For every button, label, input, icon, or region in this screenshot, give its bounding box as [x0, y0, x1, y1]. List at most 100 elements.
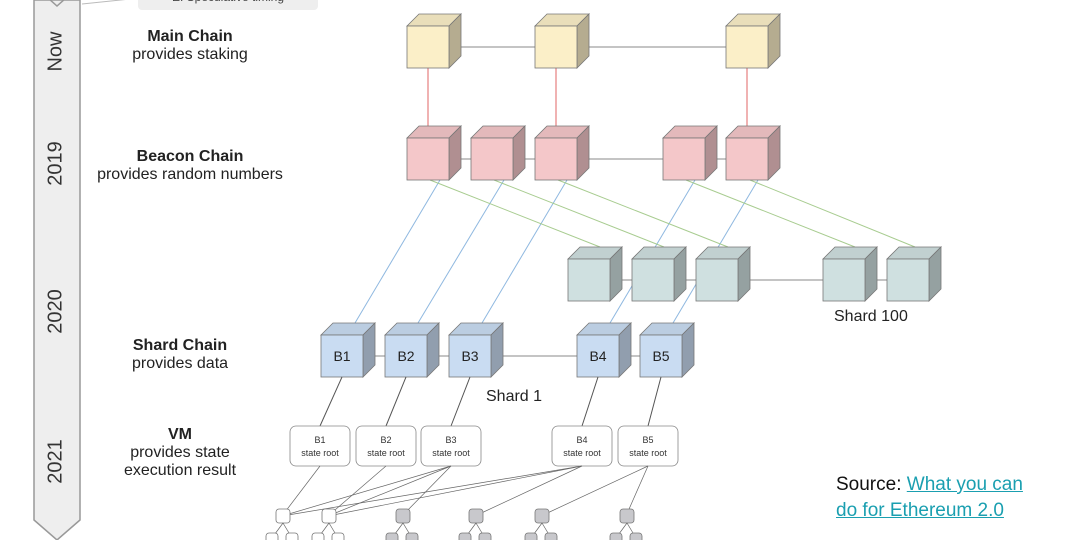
- tree-leaf-b-4: [478, 532, 492, 540]
- shard-chain-title: Shard Chain: [132, 337, 228, 354]
- beacon-block-4: [662, 137, 706, 181]
- timeline-label-2020: 2020: [44, 289, 67, 334]
- shard-to-beacon-link-2: [417, 179, 505, 324]
- shard-block-1-label: B1: [333, 348, 350, 364]
- shard-block-1: [320, 334, 364, 378]
- main-chain-subtitle: provides staking: [132, 46, 248, 63]
- timeline-label-now: Now: [44, 31, 67, 72]
- layer-shard-chain: Shard Chain provides data: [90, 337, 270, 373]
- tree-link-2: [327, 465, 387, 517]
- shard-block-3: [448, 334, 492, 378]
- tree-leaf-b-1: [285, 532, 299, 540]
- layer-vm: VM provides state execution result: [90, 426, 270, 480]
- beacon-block-3: [534, 137, 578, 181]
- state-root-name-5: B5: [642, 435, 653, 445]
- state-root-label-5: state root: [629, 448, 667, 458]
- tree-leaf-a-5: [524, 532, 538, 540]
- shard100-to-beacon-link-3: [557, 179, 729, 248]
- state-root-name-2: B2: [380, 435, 391, 445]
- shard-100-label: Shard 100: [834, 308, 908, 325]
- vm-subtitle-2: execution result: [123, 462, 237, 479]
- main-chain-block-1: [406, 25, 450, 69]
- state-root-box-2: [355, 425, 417, 467]
- layer-main-chain: Main Chain provides staking: [100, 28, 280, 64]
- tree-cross-link-2: [327, 465, 452, 517]
- main-chain-block-2: [534, 25, 578, 69]
- tree-node-1: [275, 508, 291, 524]
- tree-link-6: [625, 465, 649, 517]
- state-root-box-1: [289, 425, 351, 467]
- shard100-block-2: [631, 258, 675, 302]
- shard100-block-5: [886, 258, 930, 302]
- state-to-shard-link-1: [319, 376, 343, 427]
- shard-chain-subtitle: provides data: [131, 355, 229, 372]
- tree-node-6: [619, 508, 635, 524]
- state-root-box-4: [551, 425, 613, 467]
- tree-leaf-b-2: [331, 532, 345, 540]
- tooltip-speculative-timing: E. Speculative timing: [138, 0, 318, 10]
- timeline-chevron-top: [49, 0, 65, 8]
- timeline-label-2019: 2019: [44, 141, 67, 186]
- state-root-label-2: state root: [367, 448, 405, 458]
- source-prefix: Source:: [836, 474, 907, 495]
- state-to-shard-link-3: [450, 376, 471, 427]
- shard-block-2: [384, 334, 428, 378]
- shard100-block-4: [822, 258, 866, 302]
- beacon-block-1: [406, 137, 450, 181]
- state-root-label-3: state root: [432, 448, 470, 458]
- tree-link-1: [281, 465, 321, 517]
- shard-block-5-label: B5: [652, 348, 669, 364]
- beacon-chain-subtitle: provides random numbers: [97, 166, 283, 183]
- shard100-block-1: [567, 258, 611, 302]
- tree-leaf-a-4: [458, 532, 472, 540]
- main-chain-title: Main Chain: [147, 28, 233, 45]
- shard-to-beacon-link-1: [354, 179, 441, 324]
- tree-leaf-b-3: [405, 532, 419, 540]
- tree-leaf-a-2: [311, 532, 325, 540]
- state-root-label-4: state root: [563, 448, 601, 458]
- tree-link-5: [540, 465, 649, 517]
- tree-node-2: [321, 508, 337, 524]
- shard100-to-beacon-link-5: [749, 179, 916, 248]
- vm-subtitle-1: provides state: [130, 444, 230, 461]
- tree-link-3: [401, 465, 452, 517]
- shard-to-beacon-link-3: [481, 179, 568, 324]
- tree-node-3: [395, 508, 411, 524]
- layer-beacon-chain: Beacon Chain provides random numbers: [80, 148, 300, 184]
- tree-leaf-a-3: [385, 532, 399, 540]
- beacon-block-5: [725, 137, 769, 181]
- tree-node-5: [534, 508, 550, 524]
- shard100-block-3: [695, 258, 739, 302]
- main-chain-block-3: [725, 25, 769, 69]
- timeline-arrow-body: [33, 0, 81, 540]
- tree-cross-link-b-2: [327, 465, 583, 517]
- state-root-box-3: [420, 425, 482, 467]
- shard-block-3-label: B3: [461, 348, 478, 364]
- shard-block-2-label: B2: [397, 348, 414, 364]
- tree-cross-link-b-1: [281, 465, 583, 517]
- state-root-box-5: [617, 425, 679, 467]
- shard100-to-beacon-link-4: [685, 179, 856, 248]
- state-to-shard-link-2: [385, 376, 407, 427]
- state-root-name-3: B3: [445, 435, 456, 445]
- tree-leaf-a-1: [265, 532, 279, 540]
- beacon-chain-title: Beacon Chain: [136, 148, 244, 165]
- shard100-to-beacon-link-2: [493, 179, 665, 248]
- beacon-block-2: [470, 137, 514, 181]
- state-to-shard-link-5: [647, 376, 662, 427]
- tree-leaf-b-5: [544, 532, 558, 540]
- shard100-to-beacon-link-1: [429, 179, 601, 248]
- tree-node-4: [468, 508, 484, 524]
- state-to-shard-link-4: [581, 376, 599, 427]
- tree-link-4: [474, 465, 583, 517]
- vm-title: VM: [168, 426, 192, 443]
- shard-block-5: [639, 334, 683, 378]
- timeline-label-2021: 2021: [44, 439, 67, 484]
- state-root-label-1: state root: [301, 448, 339, 458]
- tree-cross-link-1: [281, 465, 452, 517]
- shard-1-label: Shard 1: [486, 388, 543, 405]
